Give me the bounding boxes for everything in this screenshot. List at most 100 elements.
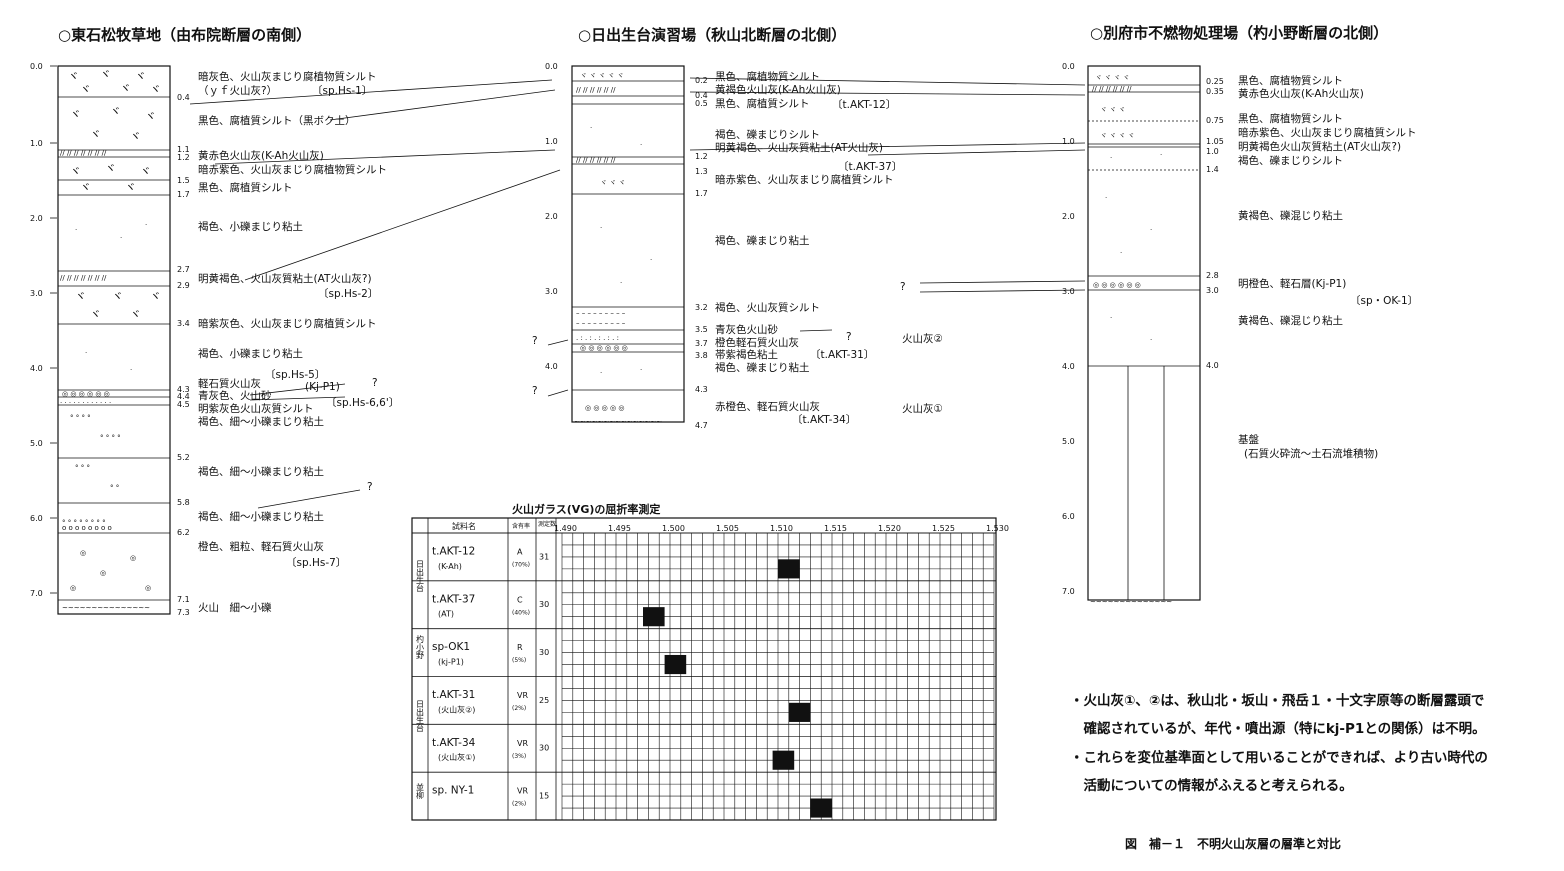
svg-text:·: · bbox=[1110, 314, 1112, 322]
svg-text:◎ ◎ ◎ ◎ ◎ ◎: ◎ ◎ ◎ ◎ ◎ ◎ bbox=[580, 344, 628, 352]
vg-content-pct: (2%) bbox=[512, 801, 526, 808]
svg-text:（ｙｆ火山灰?）: （ｙｆ火山灰?） bbox=[198, 84, 277, 97]
svg-text:ヾ: ヾ bbox=[150, 83, 161, 96]
svg-text:6.2: 6.2 bbox=[177, 528, 190, 537]
vg-count: 31 bbox=[539, 552, 549, 561]
vg-sample-name: t.AKT-31 bbox=[432, 689, 475, 701]
svg-text:褐色、細～小礫まじり粘土: 褐色、細～小礫まじり粘土 bbox=[198, 510, 324, 523]
svg-text:4.0: 4.0 bbox=[30, 364, 43, 373]
svg-text:ヾ ヾ ヾ ヾ: ヾ ヾ ヾ ヾ bbox=[1095, 74, 1130, 82]
svg-text:// // // // // //: // // // // // // bbox=[576, 156, 616, 164]
svg-text:// // // // // //: // // // // // // bbox=[576, 86, 616, 94]
svg-text:明黄褐色、火山灰質粘土(AT火山灰): 明黄褐色、火山灰質粘土(AT火山灰) bbox=[715, 141, 883, 154]
svg-text:並柳: 並柳 bbox=[416, 782, 425, 800]
vg-sample-sub: (kj-P1) bbox=[438, 658, 464, 667]
svg-text:1.0: 1.0 bbox=[1206, 147, 1219, 156]
svg-text:– – – – – – – – –: – – – – – – – – – bbox=[576, 309, 626, 317]
column-2-descriptions: 黒色、腐植物質シルト 黄褐色火山灰(K-Ah火山灰) 黒色、腐植質シルト 〔t.… bbox=[532, 70, 943, 426]
column-2-leader-lines bbox=[547, 149, 1086, 397]
svg-text:3.4: 3.4 bbox=[177, 319, 190, 328]
svg-text:明橙色、軽石層(Kj-P1): 明橙色、軽石層(Kj-P1) bbox=[1238, 277, 1346, 290]
svg-text:?: ? bbox=[372, 377, 378, 389]
svg-text:7.3: 7.3 bbox=[177, 608, 190, 617]
vg-grade: VR bbox=[517, 739, 528, 748]
svg-text:3.5: 3.5 bbox=[695, 325, 708, 334]
svg-text:ヾ ヾ ヾ: ヾ ヾ ヾ bbox=[600, 179, 625, 187]
svg-text:◎ ◎ ◎ ◎ ◎ ◎: ◎ ◎ ◎ ◎ ◎ ◎ bbox=[62, 390, 110, 398]
svg-text:?: ? bbox=[532, 335, 538, 347]
svg-text:.: . bbox=[145, 219, 147, 227]
svg-text:.: . bbox=[1150, 224, 1152, 232]
svg-text:3.0: 3.0 bbox=[1206, 286, 1219, 295]
svg-text:0.0: 0.0 bbox=[545, 62, 558, 71]
vg-content-pct: (40%) bbox=[512, 609, 530, 616]
svg-text:1.2: 1.2 bbox=[695, 152, 708, 161]
svg-text:暗紫灰色、火山灰まじり腐植質シルト: 暗紫灰色、火山灰まじり腐植質シルト bbox=[198, 317, 377, 330]
svg-text:0.35: 0.35 bbox=[1206, 87, 1224, 96]
svg-text:.: . bbox=[75, 224, 77, 232]
vg-grade: C bbox=[517, 595, 523, 604]
svg-text:黄赤色火山灰(K-Ah火山灰): 黄赤色火山灰(K-Ah火山灰) bbox=[1238, 87, 1364, 100]
svg-text:暗赤紫色、火山灰まじり腐植物質シルト: 暗赤紫色、火山灰まじり腐植物質シルト bbox=[198, 163, 387, 176]
column-1-leader-lines bbox=[249, 383, 361, 509]
vg-tick-label: 1.510 bbox=[770, 524, 793, 533]
svg-text:2.0: 2.0 bbox=[545, 212, 558, 221]
vg-histogram-bar bbox=[643, 607, 665, 627]
svg-text:ヾ: ヾ bbox=[135, 70, 146, 83]
svg-text:.: . bbox=[640, 139, 642, 147]
column-3-depth-scale: 0.0 1.0 2.0 3.0 4.0 5.0 6.0 7.0 bbox=[1062, 62, 1075, 596]
svg-text:測定数: 測定数 bbox=[538, 520, 556, 528]
svg-text:// // // // // // //: // // // // // // // bbox=[60, 274, 107, 282]
column-beppu: ○別府市不燃物処理場（杓小野断層の北側） 0.0 1.0 2.0 3.0 4.0… bbox=[900, 24, 1418, 606]
svg-text:〔sp・OK-1〕: 〔sp・OK-1〕 bbox=[1350, 294, 1418, 307]
svg-text:° °: ° ° bbox=[110, 484, 119, 492]
svg-text:褐色、礫まじりシルト: 褐色、礫まじりシルト bbox=[1238, 154, 1343, 167]
svg-text:3.0: 3.0 bbox=[1062, 287, 1075, 296]
svg-text:0.2: 0.2 bbox=[695, 76, 708, 85]
figure-caption: 図 補－１ 不明火山灰層の層準と対比 bbox=[1125, 836, 1341, 851]
svg-text:〔t.AKT-34〕: 〔t.AKT-34〕 bbox=[792, 413, 856, 426]
svg-text:.: . bbox=[1150, 334, 1152, 342]
svg-text:2.0: 2.0 bbox=[30, 214, 43, 223]
svg-text:〔sp.Hs-1〕: 〔sp.Hs-1〕 bbox=[312, 84, 372, 97]
svg-text:褐色、火山灰質シルト: 褐色、火山灰質シルト bbox=[715, 301, 820, 314]
svg-text:·: · bbox=[620, 279, 622, 287]
svg-text:1.3: 1.3 bbox=[695, 167, 708, 176]
svg-text:赤橙色、軽石質火山灰: 赤橙色、軽石質火山灰 bbox=[715, 400, 820, 413]
svg-text:褐色、小礫まじり粘土: 褐色、小礫まじり粘土 bbox=[198, 347, 303, 360]
svg-text:·: · bbox=[1105, 194, 1107, 202]
svg-text:2.9: 2.9 bbox=[177, 281, 190, 290]
svg-text:0.75: 0.75 bbox=[1206, 116, 1224, 125]
column-1-log: ヾヾヾ ヾヾヾ ヾヾヾ ヾヾ ヾヾヾ ヾヾ ヾヾヾ ヾヾ // // // //… bbox=[57, 65, 171, 615]
svg-text:ヾ: ヾ bbox=[112, 290, 123, 303]
vg-histogram-bar bbox=[810, 798, 832, 818]
svg-text:暗赤紫色、火山灰まじり腐植質シルト: 暗赤紫色、火山灰まじり腐植質シルト bbox=[715, 173, 894, 186]
vg-sample-name: t.AKT-37 bbox=[432, 593, 475, 605]
vg-title: 火山ガラス(VG)の屈折率測定 bbox=[512, 502, 660, 516]
column-hijyudai: ○日出生台演習場（秋山北断層の北側） 0.0 1.0 2.0 3.0 4.0 ヾ… bbox=[532, 26, 1086, 430]
svg-text:ヾ ヾ ヾ: ヾ ヾ ヾ bbox=[1100, 106, 1125, 114]
svg-text:o o o o o o o o: o o o o o o o o bbox=[62, 524, 112, 532]
svg-text:. : . : . : . : . :: . : . : . : . : . : bbox=[576, 334, 619, 342]
vg-histogram-bar bbox=[778, 559, 800, 579]
svg-text:1.2: 1.2 bbox=[177, 153, 190, 162]
svg-text:ヾ: ヾ bbox=[68, 70, 79, 83]
svg-text:ヾ: ヾ bbox=[80, 181, 91, 194]
svg-text:1.5: 1.5 bbox=[177, 176, 190, 185]
svg-text:1.1: 1.1 bbox=[177, 145, 190, 154]
vg-group-labels: 日出生台 杓小野 日出生台 並柳 bbox=[416, 560, 425, 800]
svg-text:褐色、細～小礫まじり粘土: 褐色、細～小礫まじり粘土 bbox=[198, 465, 324, 478]
svg-text:ヾ: ヾ bbox=[150, 290, 161, 303]
vg-sample-name: t.AKT-34 bbox=[432, 737, 476, 749]
svg-text:1.4: 1.4 bbox=[1206, 165, 1219, 174]
svg-text:橙色軽石質火山灰: 橙色軽石質火山灰 bbox=[715, 336, 799, 349]
column-2-log: ヾ ヾ ヾ ヾ ヾ // // // // // // // // // // … bbox=[571, 65, 685, 426]
svg-text:ヾ: ヾ bbox=[80, 83, 91, 96]
svg-text:2.7: 2.7 bbox=[177, 265, 190, 274]
svg-text:◎ ◎ ◎ ◎ ◎ ◎: ◎ ◎ ◎ ◎ ◎ ◎ bbox=[1093, 281, 1141, 289]
svg-text:6.0: 6.0 bbox=[1062, 512, 1075, 521]
svg-text:日出生台: 日出生台 bbox=[416, 560, 425, 593]
svg-text:° ° ° ° ° ° ° °: ° ° ° ° ° ° ° ° bbox=[62, 519, 106, 527]
svg-text:〔t.AKT-37〕: 〔t.AKT-37〕 bbox=[838, 160, 902, 173]
svg-text:0.0: 0.0 bbox=[1062, 62, 1075, 71]
